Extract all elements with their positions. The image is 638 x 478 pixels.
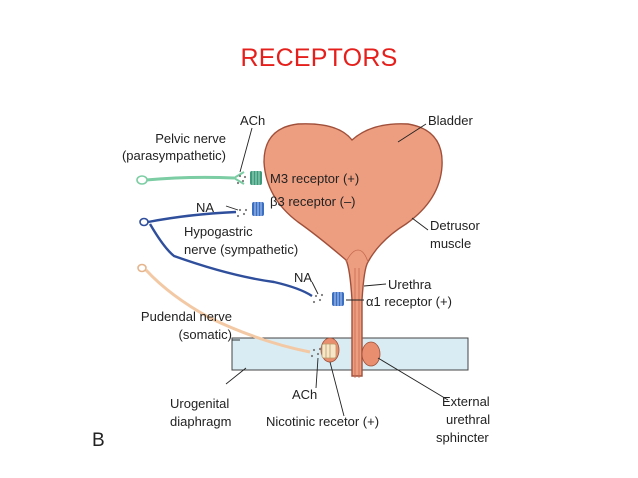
- urogenital-diaphragm: [231, 337, 469, 371]
- na-vesicles-mid: [312, 293, 324, 304]
- urethra-lumen: [354, 268, 360, 378]
- leader-lines: [225, 123, 449, 417]
- ach-vesicles-top: [236, 174, 247, 185]
- pudendal-nerve-type-label: (somatic): [179, 327, 232, 342]
- m3-receptor-label: M3 receptor (+): [270, 171, 359, 186]
- urethra-label: Urethra: [388, 277, 432, 292]
- panel-letter: B: [92, 430, 105, 451]
- alpha1-receptor-label: α1 receptor (+): [366, 294, 452, 309]
- ach-bottom-label: ACh: [292, 387, 317, 402]
- slide-title: RECEPTORS: [240, 44, 398, 72]
- hypogastric-nerve-label: Hypogastric: [184, 224, 253, 239]
- hypogastric-nerve-lower: [148, 223, 313, 298]
- ach-top-label: ACh: [240, 113, 265, 128]
- external-sphincter-label-2: urethral: [446, 412, 490, 427]
- na-mid-label: NA: [294, 270, 312, 285]
- external-sphincter-label-3: sphincter: [436, 430, 489, 445]
- pelvic-nerve: [145, 175, 235, 182]
- hypogastric-nerve-soma: [139, 217, 149, 227]
- beta3-receptor-label: β3 receptor (–): [270, 194, 356, 209]
- urogenital-label: Urogenital: [170, 396, 229, 411]
- pudendal-nerve: [144, 268, 311, 354]
- pelvic-nerve-soma: [136, 175, 148, 185]
- bladder-body: [263, 123, 443, 377]
- hypogastric-nerve-type-label: nerve (sympathetic): [184, 242, 298, 257]
- nicotinic-receptor-label: Nicotinic recetor (+): [266, 414, 379, 429]
- external-sphincter-label-1: External: [442, 394, 490, 409]
- bladder-lumen: [345, 249, 369, 263]
- pudendal-nerve-soma: [137, 263, 147, 273]
- detrusor-muscle-label: muscle: [430, 236, 471, 251]
- bladder-label: Bladder: [428, 113, 473, 128]
- pelvic-nerve-terminal: [233, 171, 245, 185]
- detrusor-label: Detrusor: [430, 218, 481, 233]
- beta3-receptor-icon: [252, 202, 264, 216]
- pudendal-nerve-label: Pudendal nerve: [141, 309, 232, 324]
- hypogastric-nerve-upper: [147, 210, 237, 224]
- ach-vesicles-bottom: [310, 347, 322, 358]
- urogenital-diaphragm-label: diaphragm: [170, 414, 231, 429]
- na-vesicles-top: [236, 208, 248, 218]
- alpha1-receptor-icon: [332, 292, 344, 306]
- pelvic-nerve-type-label: (parasympathetic): [122, 148, 226, 163]
- na-top-label: NA: [196, 200, 214, 215]
- nicotinic-receptor-icon: [321, 343, 337, 359]
- pelvic-nerve-label: Pelvic nerve: [155, 131, 226, 146]
- m3-receptor-icon: [250, 171, 262, 185]
- external-sphincter-right: [361, 341, 381, 367]
